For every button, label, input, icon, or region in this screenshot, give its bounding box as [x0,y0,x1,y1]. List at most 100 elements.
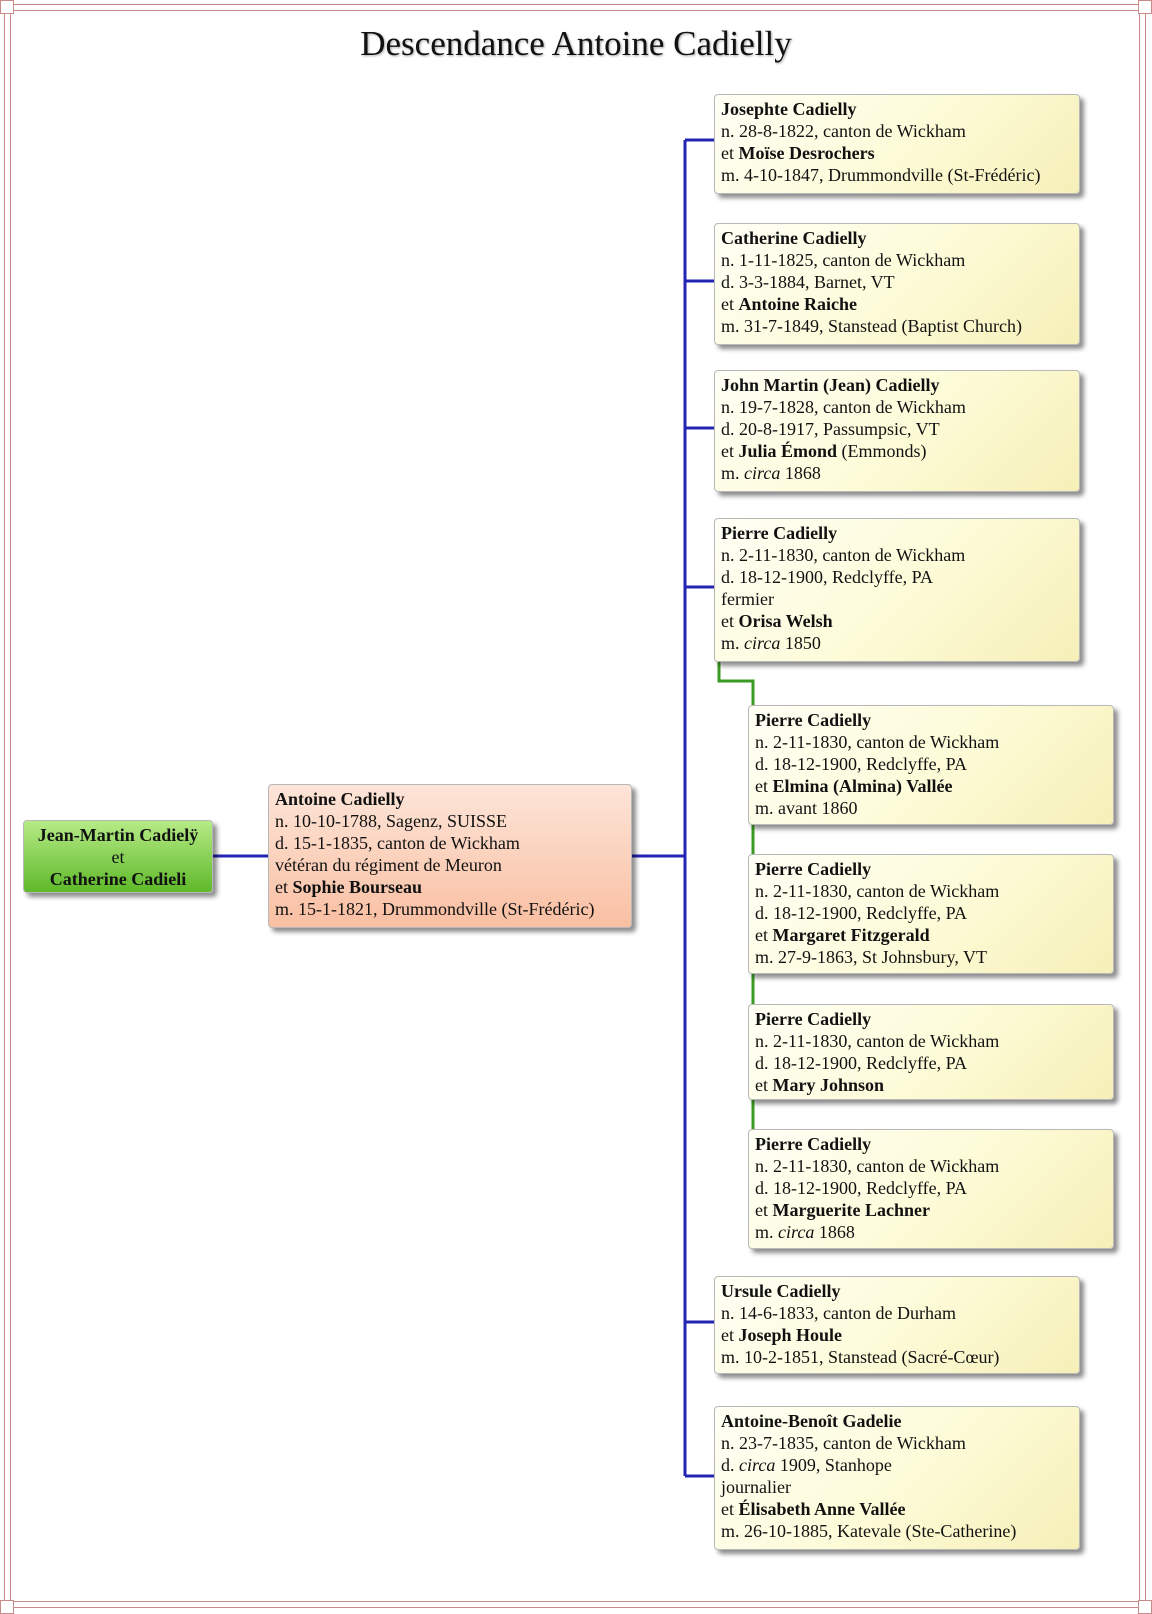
person-name: Pierre Cadielly [755,1134,872,1154]
pierre-marriage-box-vallee[interactable]: Pierre Cadielly n. 2-11-1830, canton de … [748,705,1114,825]
pierre-marriage-elbow [717,662,755,710]
spouse-prefix: et [721,1499,739,1519]
person-name: Pierre Cadielly [755,710,872,730]
person-name: Antoine Cadielly [275,789,405,809]
occupation-note: fermier [721,589,774,609]
root-wife-name: Catherine Cadieli [49,869,187,889]
birth-info: n. 19-7-1828, canton de Wickham [721,397,966,417]
child-box-antoine-benoit[interactable]: Antoine-Benoît Gadelie n. 23-7-1835, can… [714,1406,1080,1550]
person-name: Pierre Cadielly [755,1009,872,1029]
marriage-prefix: m. [721,633,745,653]
marriage-year: 1850 [780,633,821,653]
death-year-place: 1909, Stanhope [775,1455,892,1475]
person-name: Ursule Cadielly [721,1281,841,1301]
spouse-name: Moïse Desrochers [738,143,875,163]
birth-info: n. 2-11-1830, canton de Wickham [721,545,966,565]
spouse-line: et Sophie Bourseau [275,876,625,898]
spouse-line: et Julia Émond (Emmonds) [721,440,1073,462]
death-circa: circa [739,1455,776,1475]
death-info: d. 18-12-1900, Redclyffe, PA [721,567,933,587]
marriage-info: m. circa 1868 [755,1221,1107,1243]
person-name: Pierre Cadielly [755,859,872,879]
person-name: Pierre Cadielly [721,523,838,543]
birth-info: n. 2-11-1830, canton de Wickham [755,732,1000,752]
pierre-marriage-box-johnson[interactable]: Pierre Cadielly n. 2-11-1830, canton de … [748,1004,1114,1100]
occupation-note: vétéran du régiment de Meuron [275,855,502,875]
spouse-line: et Joseph Houle [721,1324,1073,1346]
page-frame-inner [10,10,1140,1602]
spouse-name: Margaret Fitzgerald [772,925,930,945]
frame-corner-top-left [0,0,14,14]
death-info: d. 18-12-1900, Redclyffe, PA [755,1178,967,1198]
birth-info: n. 1-11-1825, canton de Wickham [721,250,966,270]
spouse-line: et Moïse Desrochers [721,142,1073,164]
marriage-info: m. circa 1868 [721,462,1073,484]
birth-info: n. 10-10-1788, Sagenz, SUISSE [275,811,507,831]
marriage-year: 1868 [780,463,821,483]
spouse-prefix: et [721,441,739,461]
spouse-line: et Margaret Fitzgerald [755,924,1107,946]
death-info: d. circa 1909, Stanhope [721,1454,1073,1476]
birth-info: n. 23-7-1835, canton de Wickham [721,1433,966,1453]
spouse-prefix: et [755,1200,773,1220]
root-conjunction: et [111,847,125,867]
spouse-prefix: et [755,925,773,945]
birth-info: n. 28-8-1822, canton de Wickham [721,121,966,141]
spouse-name: Mary Johnson [772,1075,885,1095]
pierre-marriage-box-fitzgerald[interactable]: Pierre Cadielly n. 2-11-1830, canton de … [748,854,1114,974]
spouse-line: et Elmina (Almina) Vallée [755,775,1107,797]
child-box-pierre[interactable]: Pierre Cadielly n. 2-11-1830, canton de … [714,518,1080,662]
spouse-prefix: et [755,776,773,796]
death-info: d. 15-1-1835, canton de Wickham [275,833,520,853]
occupation-note: journalier [721,1477,791,1497]
spouse-prefix: et [721,294,739,314]
page-title: Descendance Antoine Cadielly [360,24,792,63]
spouse-name: Julia Émond [738,441,838,461]
child-box-ursule[interactable]: Ursule Cadielly n. 14-6-1833, canton de … [714,1276,1080,1374]
marriage-info: m. circa 1850 [721,632,1073,654]
death-prefix: d. [721,1455,739,1475]
marriage-info: m. avant 1860 [755,798,858,818]
marriage-year: 1868 [814,1222,855,1242]
spouse-prefix: et [721,1325,739,1345]
birth-info: n. 2-11-1830, canton de Wickham [755,1156,1000,1176]
marriage-info: m. 10-2-1851, Stanstead (Sacré-Cœur) [721,1347,1000,1367]
child-box-catherine[interactable]: Catherine Cadielly n. 1-11-1825, canton … [714,223,1080,345]
child-box-john-martin[interactable]: John Martin (Jean) Cadielly n. 19-7-1828… [714,370,1080,492]
marriage-circa: circa [778,1222,815,1242]
death-info: d. 18-12-1900, Redclyffe, PA [755,1053,967,1073]
marriage-prefix: m. [721,463,745,483]
spouse-line: et Orisa Welsh [721,610,1073,632]
child-box-josephte[interactable]: Josephte Cadielly n. 28-8-1822, canton d… [714,94,1080,194]
spouse-line: et Élisabeth Anne Vallée [721,1498,1073,1520]
spouse-name: Joseph Houle [738,1325,843,1345]
spouse-name: Elmina (Almina) Vallée [772,776,953,796]
marriage-info: m. 15-1-1821, Drummondville (St-Frédéric… [275,899,595,919]
birth-info: n. 14-6-1833, canton de Durham [721,1303,956,1323]
spouse-prefix: et [275,877,293,897]
marriage-circa: circa [744,463,781,483]
birth-info: n. 2-11-1830, canton de Wickham [755,881,1000,901]
spouse-name: Sophie Bourseau [292,877,423,897]
birth-info: n. 2-11-1830, canton de Wickham [755,1031,1000,1051]
spouse-name: Marguerite Lachner [772,1200,930,1220]
root-couple-box[interactable]: Jean-Martin Cadielÿ et Catherine Cadieli [23,820,213,893]
marriage-circa: circa [744,633,781,653]
person-name: Josephte Cadielly [721,99,857,119]
marriage-info: m. 4-10-1847, Drummondville (St-Frédéric… [721,165,1041,185]
parent-box[interactable]: Antoine Cadielly n. 10-10-1788, Sagenz, … [268,784,632,928]
spouse-alias: (Emmonds) [837,441,927,461]
spouse-name: Orisa Welsh [738,611,833,631]
pierre-marriage-box-lachner[interactable]: Pierre Cadielly n. 2-11-1830, canton de … [748,1129,1114,1249]
marriage-info: m. 26-10-1885, Katevale (Ste-Catherine) [721,1521,1017,1541]
death-info: d. 18-12-1900, Redclyffe, PA [755,903,967,923]
root-husband-name: Jean-Martin Cadielÿ [37,825,199,845]
death-info: d. 18-12-1900, Redclyffe, PA [755,754,967,774]
spouse-prefix: et [755,1075,773,1095]
person-name: John Martin (Jean) Cadielly [721,375,940,395]
spouse-line: et Mary Johnson [755,1074,1107,1096]
marriage-info: m. 27-9-1863, St Johnsbury, VT [755,947,988,967]
page-frame-outer [4,4,1146,1608]
spouse-name: Élisabeth Anne Vallée [738,1499,906,1519]
